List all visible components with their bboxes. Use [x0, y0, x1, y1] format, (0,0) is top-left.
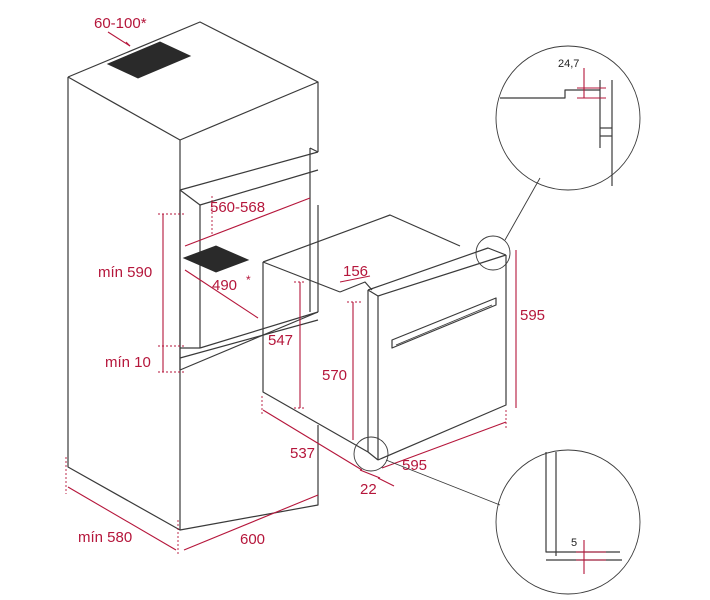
dim-line-oven-depth — [262, 409, 363, 471]
label-detail-top-gap: 24,7 — [558, 58, 579, 70]
label-cabinet-width: 600 — [240, 531, 265, 548]
dim-line-cabinet-width — [183, 494, 319, 551]
label-detail-bottom-gap: 5 — [571, 537, 577, 549]
svg-text:*: * — [246, 273, 251, 287]
label-cabinet-depth: mín 580 — [78, 529, 132, 546]
label-niche-depth: 490 — [212, 277, 237, 294]
dim-line-oven-top-step — [339, 275, 371, 283]
detail-bottom: 5 — [495, 449, 641, 595]
label-bottom-gap: mín 10 — [105, 354, 151, 371]
label-door-offset: 22 — [360, 481, 377, 498]
dim-line-niche-depth — [184, 269, 259, 319]
label-oven-inner-height: 570 — [322, 367, 347, 384]
niche-vent-slot — [182, 245, 250, 273]
label-oven-depth: 537 — [290, 445, 315, 462]
label-niche-width: 560-568 — [210, 199, 265, 216]
dim-line-oven-width — [381, 421, 507, 469]
dim-line-cabinet-depth — [67, 486, 177, 551]
detail-marker-top — [475, 235, 511, 271]
top-vent-slot — [106, 41, 192, 79]
detail-top: 24,7 — [495, 45, 641, 191]
label-vent-gap: 60-100* — [94, 15, 147, 32]
label-niche-height: mín 590 — [98, 264, 152, 281]
dim-line-niche-width — [184, 197, 311, 247]
label-oven-front-height: 595 — [520, 307, 545, 324]
oven-body — [262, 214, 507, 461]
detail-marker-bottom — [353, 436, 389, 472]
label-oven-body-height: 547 — [268, 332, 293, 349]
label-oven-width: 595 — [402, 457, 427, 474]
label-oven-top-step: 156 — [343, 263, 368, 280]
tall-cabinet — [67, 21, 319, 531]
